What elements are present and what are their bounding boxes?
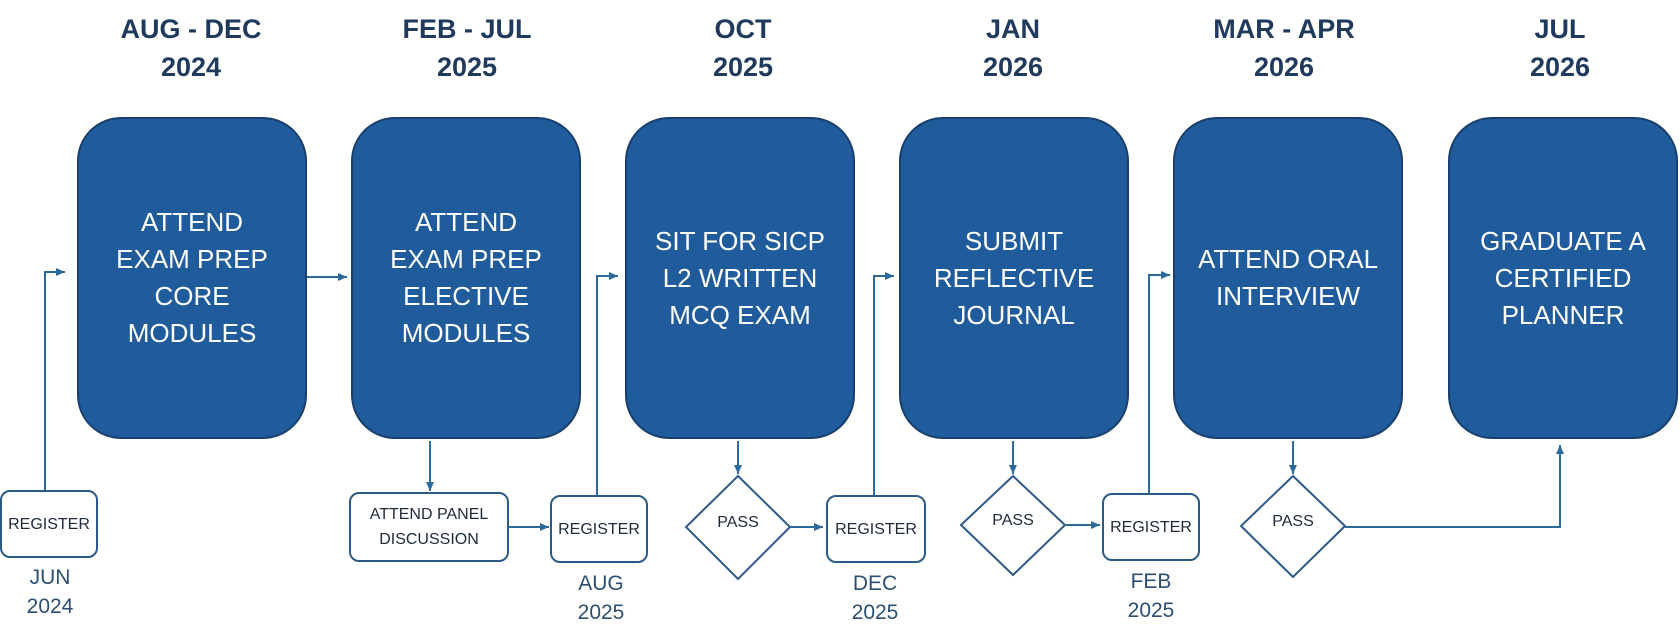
- register-box-4: REGISTER: [1102, 493, 1200, 561]
- decision-diamond-pass-1: [684, 474, 792, 581]
- decision-diamond-pass-3: [1239, 474, 1347, 579]
- connector-register1-to-stage1: [44, 268, 65, 491]
- date-month: DEC: [852, 572, 898, 595]
- phase-period: FEB - JUL: [402, 14, 532, 44]
- phase-heading-5: MAR - APR 2026: [1164, 10, 1404, 86]
- phase-period: JAN: [985, 14, 1040, 44]
- phase-heading-2: FEB - JUL 2025: [347, 10, 587, 86]
- date-month: JUN: [29, 566, 71, 589]
- stage-box-written-exam: SIT FOR SICP L2 WRITTEN MCQ EXAM: [625, 117, 855, 439]
- phase-heading-1: AUG - DEC 2024: [71, 10, 311, 86]
- register-date-2: AUG 2025: [541, 569, 661, 627]
- phase-heading-4: JAN 2026: [893, 10, 1133, 86]
- register-date-1: JUN 2024: [0, 563, 110, 621]
- register-box-1: REGISTER: [0, 490, 98, 558]
- date-year: 2025: [1127, 599, 1175, 622]
- connector-register4-to-stage5: [1148, 271, 1170, 494]
- register-box-2: REGISTER: [550, 495, 648, 563]
- pass-label-2: PASS: [992, 512, 1034, 529]
- phase-year: 2025: [436, 52, 498, 82]
- phase-period: OCT: [714, 14, 772, 44]
- date-year: 2025: [577, 601, 625, 624]
- panel-discussion-box: ATTEND PANEL DISCUSSION: [349, 492, 509, 562]
- phase-heading-3: OCT 2025: [623, 10, 863, 86]
- pass-label-3: PASS: [1272, 513, 1314, 530]
- phase-year: 2025: [712, 52, 774, 82]
- phase-period: JUL: [1534, 14, 1586, 44]
- stage-box-core-modules: ATTEND EXAM PREP CORE MODULES: [77, 117, 307, 439]
- date-year: 2025: [851, 601, 899, 624]
- connector-pass3-to-stage6: [1345, 445, 1564, 528]
- date-month: AUG: [578, 572, 624, 595]
- phase-year: 2026: [1529, 52, 1591, 82]
- connector-register2-to-stage3: [596, 272, 618, 495]
- phase-year: 2026: [982, 52, 1044, 82]
- phase-heading-6: JUL 2026: [1440, 10, 1680, 86]
- date-year: 2024: [26, 595, 74, 618]
- connector-register3-to-stage4: [873, 272, 894, 495]
- stage-box-elective-modules: ATTEND EXAM PREP ELECTIVE MODULES: [351, 117, 581, 439]
- register-date-3: DEC 2025: [815, 569, 935, 627]
- phase-year: 2026: [1253, 52, 1315, 82]
- phase-period: MAR - APR: [1213, 14, 1355, 44]
- stage-box-oral-interview: ATTEND ORAL INTERVIEW: [1173, 117, 1403, 439]
- decision-diamond-pass-2: [959, 474, 1067, 577]
- stage-box-reflective-journal: SUBMIT REFLECTIVE JOURNAL: [899, 117, 1129, 439]
- register-date-4: FEB 2025: [1091, 567, 1211, 625]
- date-month: FEB: [1130, 570, 1172, 593]
- register-box-3: REGISTER: [826, 495, 926, 563]
- phase-period: AUG - DEC: [120, 14, 262, 44]
- phase-year: 2024: [160, 52, 222, 82]
- pass-label-1: PASS: [717, 514, 759, 531]
- stage-box-graduate: GRADUATE A CERTIFIED PLANNER: [1448, 117, 1678, 439]
